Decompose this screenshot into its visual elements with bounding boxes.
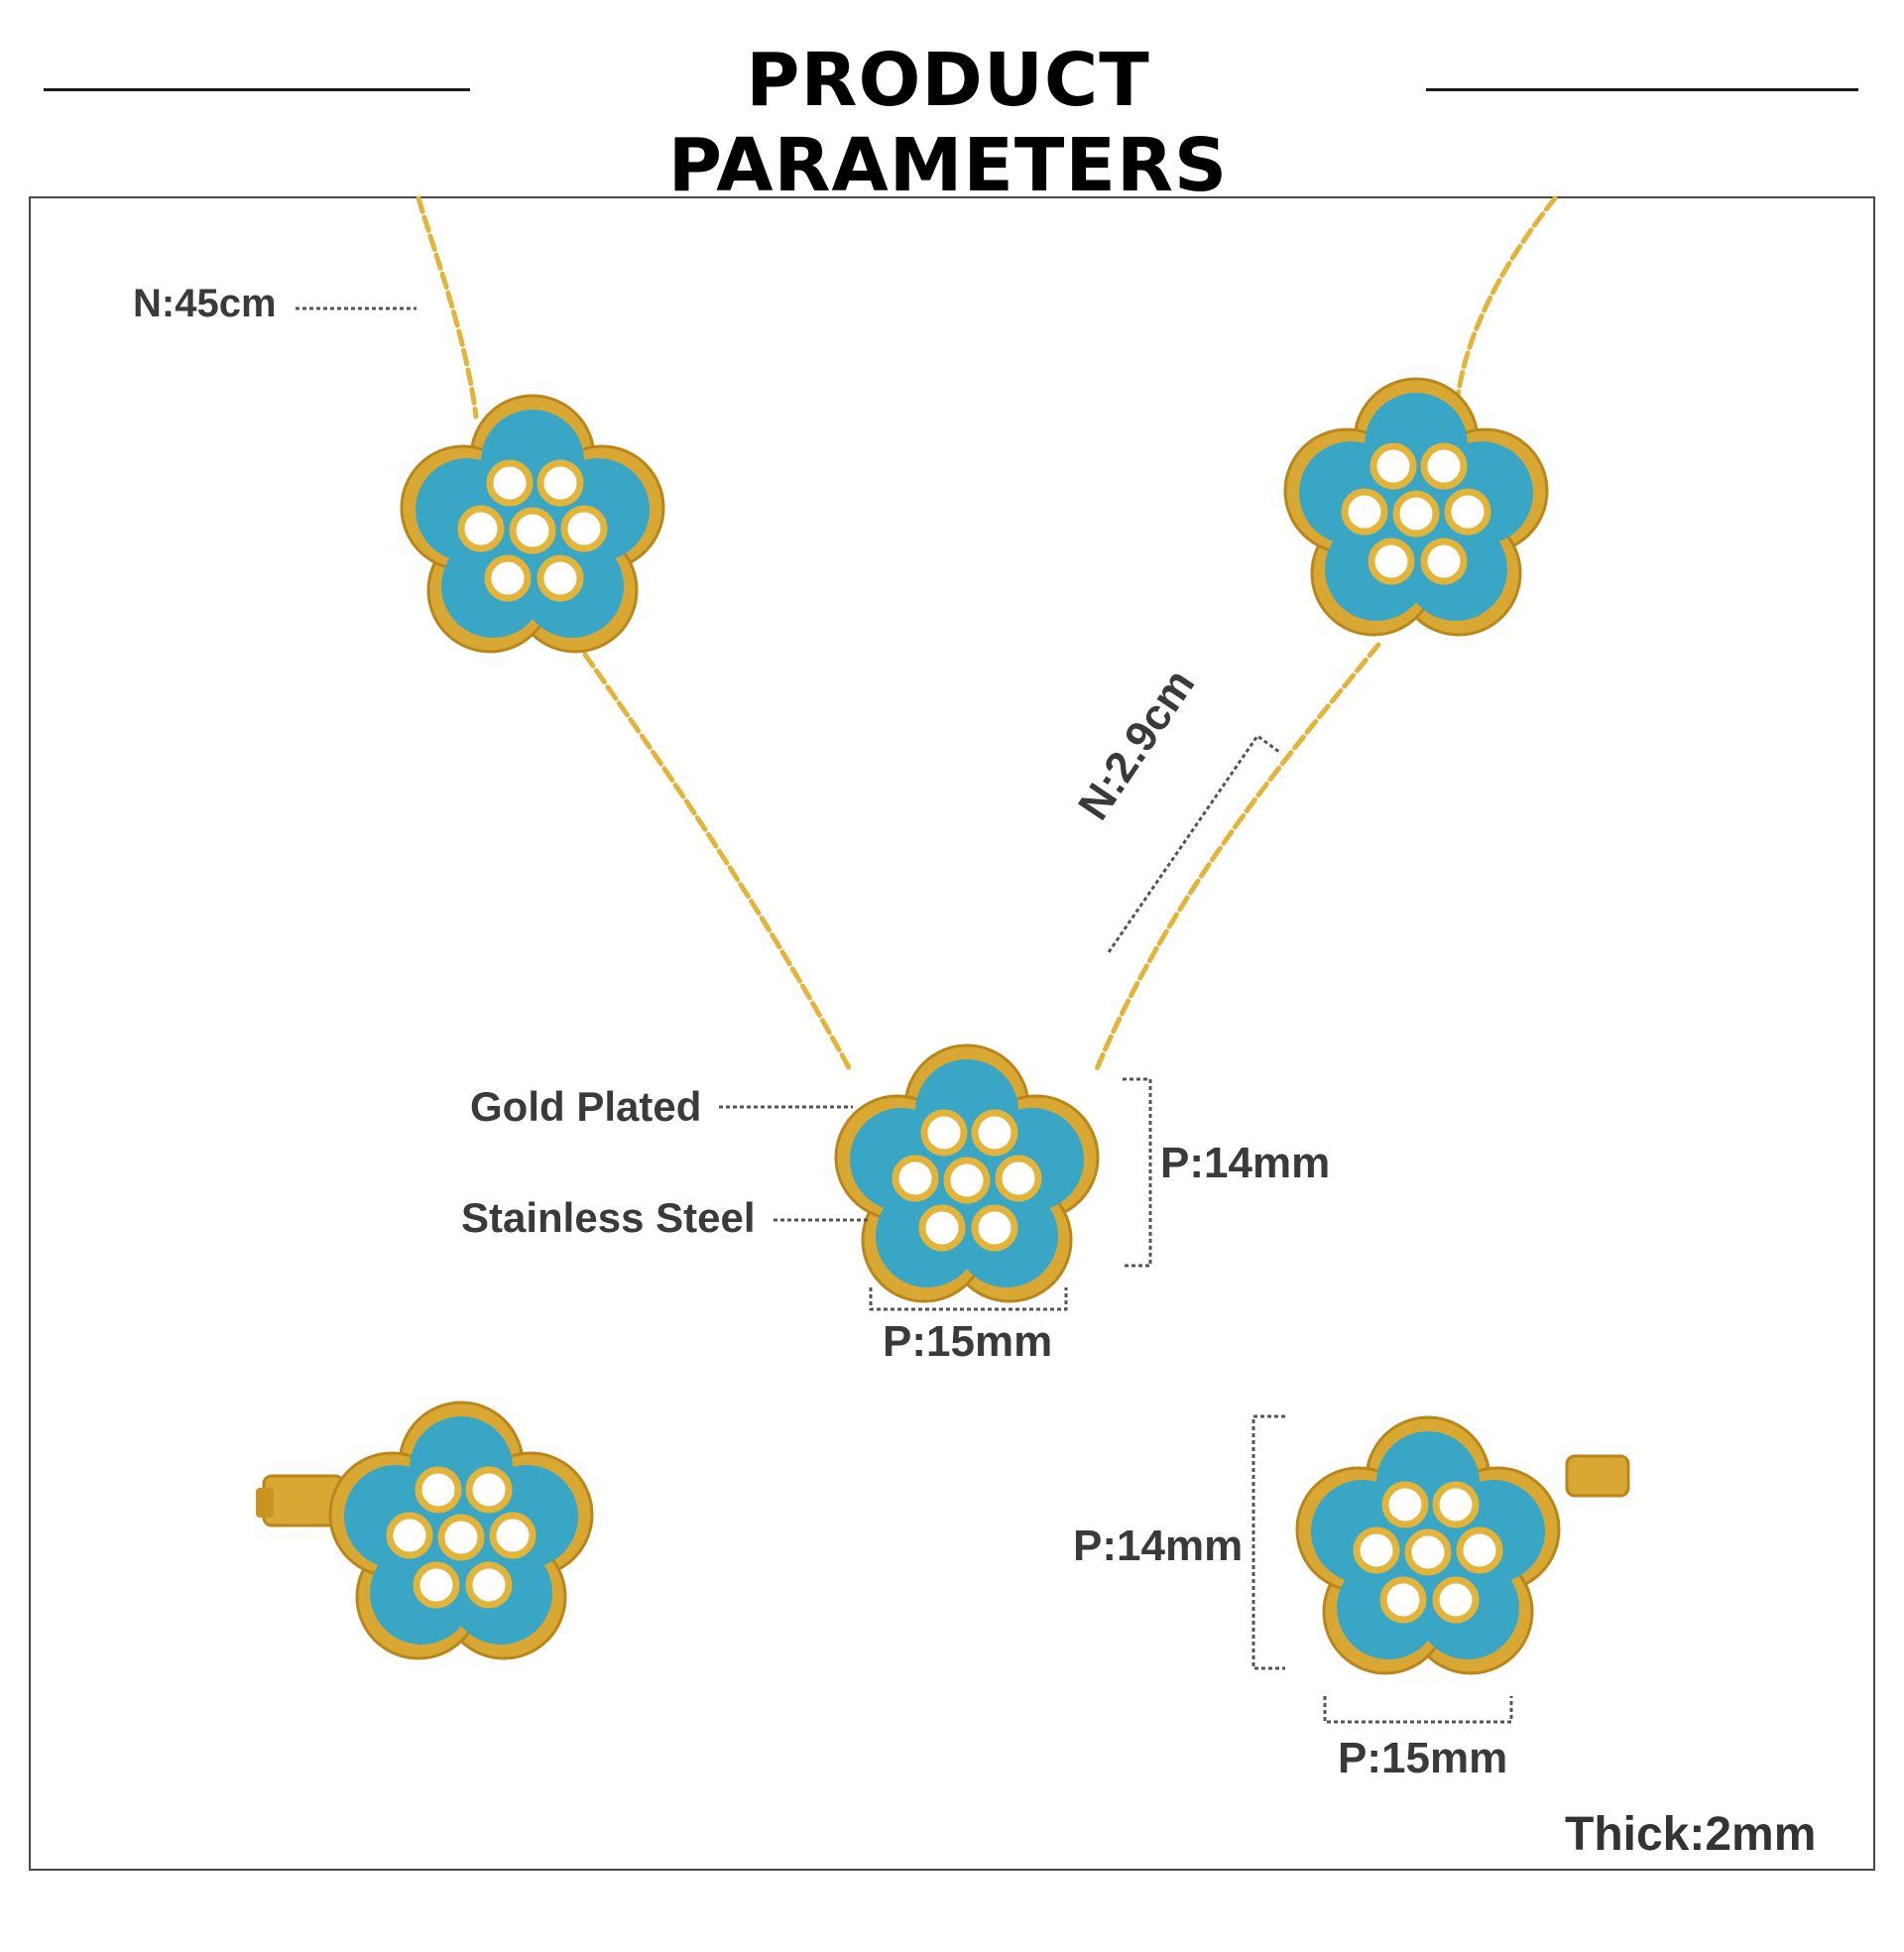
earring-left <box>330 1403 592 1658</box>
pendant-right <box>1285 379 1547 635</box>
earring-right <box>1297 1417 1559 1673</box>
header-rule-right <box>1426 88 1858 91</box>
plating-label: Gold Plated <box>470 1083 702 1130</box>
dimension-lines <box>296 306 1513 1724</box>
product-frame <box>29 196 1875 1871</box>
necklace-length-label: N:45cm <box>133 282 277 325</box>
earring-right-post <box>1565 1454 1630 1498</box>
pendant-width-label: P:15mm <box>883 1317 1053 1366</box>
page-title: PRODUCT PARAMETERS <box>667 38 1229 208</box>
header-rule-left <box>44 88 470 91</box>
earring-width-label: P:15mm <box>1338 1734 1508 1782</box>
pendant-height-label: P:14mm <box>1160 1139 1331 1187</box>
pendant-center <box>836 1045 1098 1301</box>
earring-height-label: P:14mm <box>1073 1522 1244 1570</box>
thickness-label: Thick:2mm <box>1565 1808 1817 1861</box>
earring-left-post <box>256 1474 345 1527</box>
header: PRODUCT PARAMETERS <box>0 0 1904 208</box>
material-label: Stainless Steel <box>461 1194 756 1241</box>
pendant-left <box>402 396 663 652</box>
necklace-chain <box>416 195 1558 1074</box>
